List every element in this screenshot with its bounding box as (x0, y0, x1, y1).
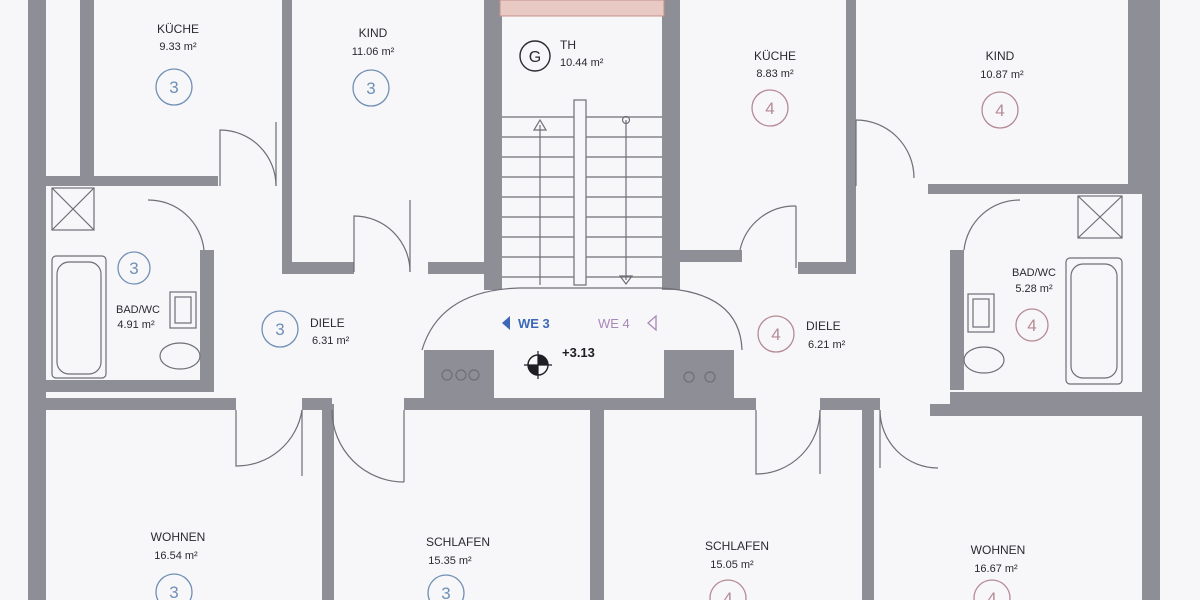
room-name-schlafen-3: SCHLAFEN (426, 535, 490, 549)
room-name-wohnen-3: WOHNEN (151, 530, 206, 544)
unit-number-bad-4: 4 (1027, 316, 1036, 335)
room-area-bad-4: 5.28 m² (1015, 283, 1053, 295)
room-area-kueche-3: 9.33 m² (159, 41, 197, 53)
unit-marker-diele-4 (757, 315, 795, 353)
unit-number-schlafen-4: 4 (723, 589, 732, 600)
room-name-bad-3: BAD/WC (116, 304, 160, 316)
unit-marker-bad-3 (117, 251, 151, 285)
unit-number-kueche-4: 4 (765, 99, 774, 118)
unit-number-kueche-3: 3 (169, 78, 178, 97)
level-marker-icon (524, 351, 552, 379)
room-name-diele-4: DIELE (806, 319, 841, 333)
unit-number-wohnen-3: 3 (169, 583, 178, 600)
staircase (499, 0, 665, 286)
we3-arrow-icon (502, 316, 510, 330)
unit-marker-kueche-3 (155, 68, 193, 106)
bath-fixtures (51, 187, 1123, 385)
stairwell-marker (519, 40, 551, 72)
room-area-kind-3: 11.06 m² (352, 46, 395, 58)
room-name-kueche-3: KÜCHE (157, 22, 199, 36)
room-area-wohnen-4: 16.67 m² (974, 563, 1018, 575)
unit-marker-kind-3 (352, 69, 390, 107)
unit-marker-diele-3 (261, 310, 299, 348)
unit-number-kind-3: 3 (366, 79, 375, 98)
room-area-schlafen-4: 15.05 m² (710, 559, 754, 571)
stairwell-symbol: G (529, 49, 541, 66)
interior-walls (40, 0, 1142, 600)
room-name-wohnen-4: WOHNEN (971, 543, 1026, 557)
unit-marker-wohnen-4 (973, 579, 1011, 600)
unit-number-diele-3: 3 (275, 320, 284, 339)
room-area-th: 10.44 m² (560, 57, 604, 69)
room-name-schlafen-4: SCHLAFEN (705, 539, 769, 553)
unit-number-kind-4: 4 (995, 101, 1004, 120)
room-area-kind-4: 10.87 m² (980, 69, 1024, 81)
room-name-diele-3: DIELE (310, 316, 345, 330)
landing (421, 287, 743, 383)
room-name-kueche-4: KÜCHE (754, 49, 796, 63)
we4-arrow-icon (647, 314, 657, 332)
landing-level: +3.13 (562, 345, 595, 360)
room-area-diele-3: 6.31 m² (312, 335, 350, 347)
unit-marker-kueche-4 (751, 89, 789, 127)
unit-number-diele-4: 4 (771, 325, 780, 344)
room-name-kind-4: KIND (986, 49, 1015, 63)
unit-number-schlafen-3: 3 (441, 584, 450, 600)
unit-number-bad-3: 3 (129, 259, 138, 278)
outer-walls (28, 0, 1160, 600)
room-area-kueche-4: 8.83 m² (756, 68, 794, 80)
unit-marker-wohnen-3 (155, 573, 193, 600)
unit-marker-bad-4 (1015, 308, 1049, 342)
landing-we4: WE 4 (598, 316, 630, 331)
room-area-wohnen-3: 16.54 m² (154, 550, 198, 562)
landing-we3: WE 3 (518, 316, 550, 331)
unit-marker-kind-4 (981, 91, 1019, 129)
unit-number-wohnen-4: 4 (987, 589, 996, 600)
doors (147, 119, 1021, 483)
room-name-bad-4: BAD/WC (1012, 267, 1056, 279)
unit-marker-schlafen-3 (427, 574, 465, 600)
room-name-kind-3: KIND (359, 26, 388, 40)
room-name-th: TH (560, 38, 576, 52)
unit-marker-schlafen-4 (709, 579, 747, 600)
room-area-bad-3: 4.91 m² (117, 319, 155, 331)
room-area-diele-4: 6.21 m² (808, 339, 846, 351)
room-area-schlafen-3: 15.35 m² (428, 555, 472, 567)
